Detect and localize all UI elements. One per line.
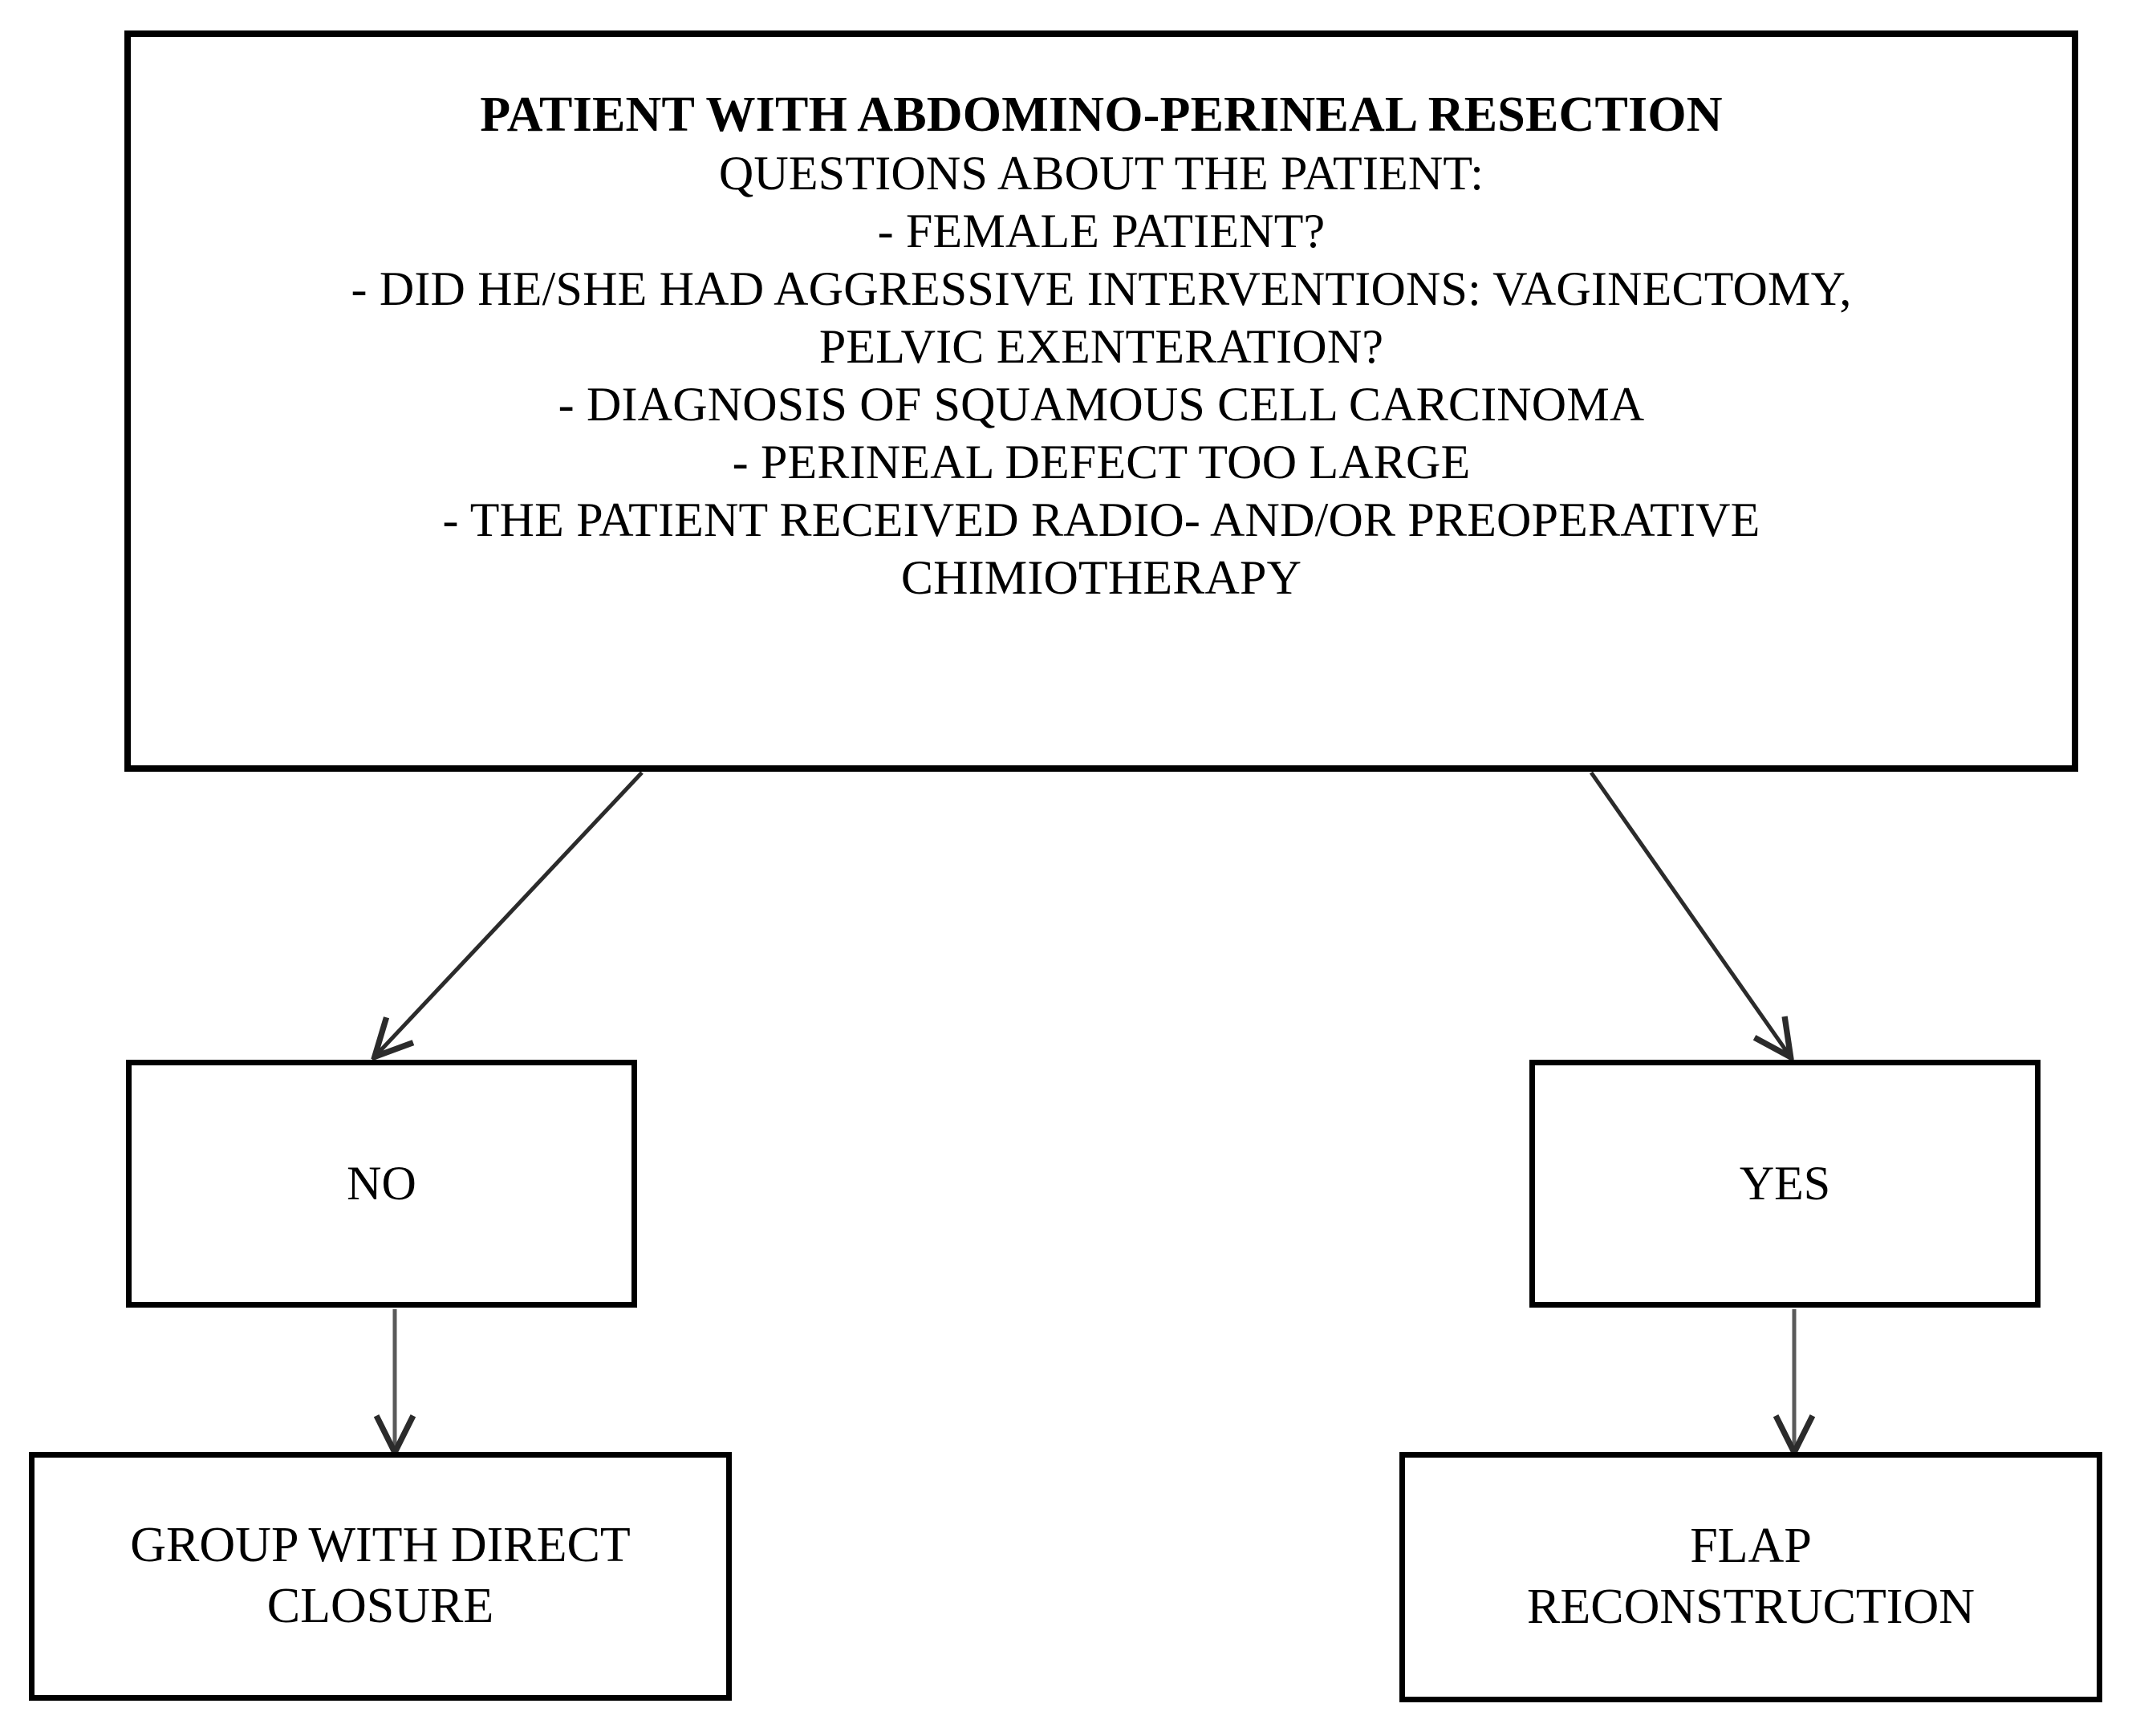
question-item-1: - FEMALE PATIENT?: [877, 205, 1326, 258]
question-item-5: - THE PATIENT RECEIVED RADIO- AND/OR PRE…: [442, 493, 1760, 547]
outcome-box-direct-closure: GROUP WITH DIRECT CLOSURE: [29, 1452, 732, 1701]
arrow-question-to-yes: [1589, 771, 1789, 1054]
question-box: PATIENT WITH ABDOMINO-PERINEAL RESECTION…: [124, 30, 2078, 772]
question-subheading: QUESTIONS ABOUT THE PATIENT:: [718, 147, 1484, 201]
question-item-3: - DIAGNOSIS OF SQUAMOUS CELL CARCINOMA: [558, 378, 1645, 432]
outcome-flap-line-1: FLAP: [1690, 1519, 1812, 1574]
outcome-flap-line-2: RECONSTRUCTION: [1526, 1580, 1976, 1634]
question-heading: PATIENT WITH ABDOMINO-PERINEAL RESECTION: [480, 87, 1723, 142]
outcome-label-direct-closure: GROUP WITH DIRECT CLOSURE: [109, 1515, 651, 1637]
question-item-2: - DID HE/SHE HAD AGGRESSIVE INTERVENTION…: [351, 262, 1852, 316]
question-text-stack: PATIENT WITH ABDOMINO-PERINEAL RESECTION…: [131, 85, 2072, 606]
branch-box-yes: YES: [1529, 1060, 2041, 1308]
outcome-label-flap-reconstruction: FLAP RECONSTRUCTION: [1506, 1516, 1996, 1637]
branch-label-no: NO: [347, 1157, 416, 1210]
branch-label-yes: YES: [1739, 1157, 1831, 1210]
outcome-box-flap-reconstruction: FLAP RECONSTRUCTION: [1399, 1452, 2102, 1702]
outcome-direct-closure-line-2: CLOSURE: [266, 1579, 494, 1633]
question-item-2-cont: PELVIC EXENTERATION?: [818, 320, 1384, 374]
arrow-question-to-no: [377, 771, 644, 1054]
branch-box-no: NO: [126, 1060, 637, 1308]
question-item-4: - PERINEAL DEFECT TOO LARGE: [732, 436, 1471, 489]
question-item-5-cont: CHIMIOTHERAPY: [900, 551, 1302, 605]
outcome-direct-closure-line-1: GROUP WITH DIRECT: [130, 1518, 631, 1573]
